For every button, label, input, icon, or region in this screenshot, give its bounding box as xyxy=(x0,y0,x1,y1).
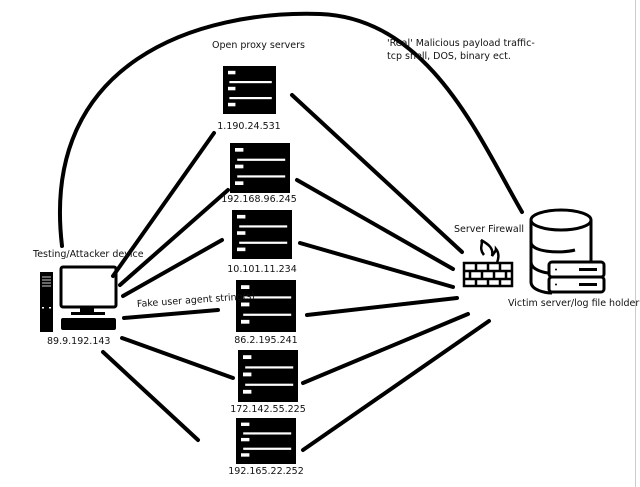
link-proxy-1-firewall xyxy=(290,93,464,254)
link-proxy-3-firewall xyxy=(298,241,455,289)
server-rack-icon xyxy=(230,143,290,193)
link-proxy-6-firewall xyxy=(301,319,491,452)
link-attacker-proxy-4 xyxy=(122,308,220,320)
link-proxy-4-firewall xyxy=(305,296,459,317)
attacker-title: Testing/Attacker device xyxy=(33,249,144,260)
attacker-ip: 89.9.192.143 xyxy=(47,336,111,347)
server-rack-icon xyxy=(223,66,276,114)
server-rack-icon xyxy=(236,418,296,464)
database-server-icon xyxy=(529,208,606,295)
proxy-ip: 1.190.24.531 xyxy=(217,121,281,132)
link-attacker-proxy-6 xyxy=(101,350,200,442)
link-attacker-proxy-1 xyxy=(111,131,216,278)
payload-arc xyxy=(58,11,524,248)
frame-border xyxy=(635,0,636,487)
server-rack-icon xyxy=(238,350,298,402)
link-proxy-5-firewall xyxy=(301,312,470,385)
proxy-ip: 10.101.11.234 xyxy=(227,264,297,275)
server-rack-icon xyxy=(236,280,296,332)
firewall-title: Server Firewall xyxy=(454,224,524,235)
proxy-ip: 86.2.195.241 xyxy=(234,335,298,346)
link-attacker-proxy-5 xyxy=(120,336,235,380)
link-proxy-2-firewall xyxy=(295,178,455,271)
proxies-title: Open proxy servers xyxy=(212,40,305,51)
victim-title: Victim server/log file holder xyxy=(508,298,640,309)
proxy-ip: 192.168.96.245 xyxy=(221,194,297,205)
proxy-ip: 192.165.22.252 xyxy=(228,466,304,477)
desktop-computer-icon xyxy=(40,265,118,332)
proxy-ip: 172.142.55.225 xyxy=(230,404,306,415)
connection-lines xyxy=(58,11,524,452)
firewall-icon xyxy=(462,238,514,288)
payload-label-line1: 'Real' Malicious payload traffic- xyxy=(387,38,535,49)
link-attacker-proxy-2 xyxy=(118,188,230,287)
payload-label-line2: tcp shell, DOS, binary ect. xyxy=(387,51,511,62)
link-attacker-proxy-3 xyxy=(121,238,224,298)
server-rack-icon xyxy=(232,210,292,259)
